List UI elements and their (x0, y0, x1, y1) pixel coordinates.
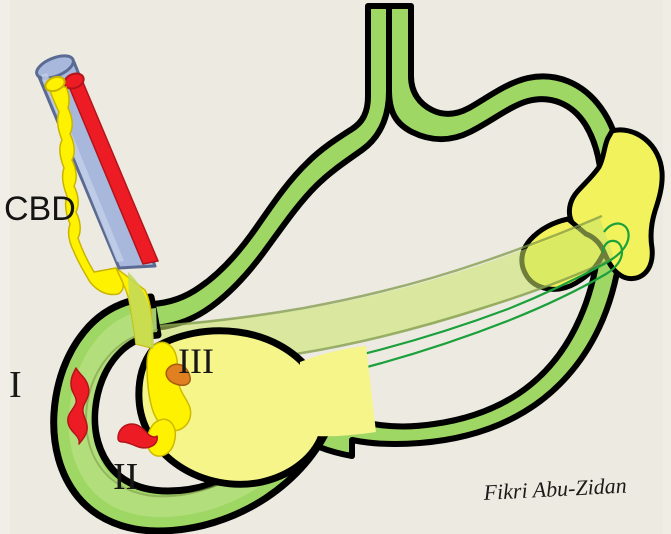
left-edge-strip (0, 0, 10, 534)
pancreas-body-upper-edge (157, 214, 603, 328)
lesion-part-one (67, 367, 90, 445)
pancreas-body-overlay (160, 218, 614, 369)
bile-duct-cross-section (44, 75, 66, 93)
label-part-one: I (9, 364, 22, 406)
pancreas-uncinate (300, 346, 376, 437)
lesion-part-three (165, 363, 191, 386)
cbd-tube-rim (35, 54, 75, 80)
cbd-tube-group (35, 54, 160, 296)
label-part-two: II (113, 456, 138, 498)
bile-duct-strand (46, 85, 124, 296)
right-edge-strip (663, 0, 671, 534)
duct-through-duodenal-wall (128, 272, 154, 348)
label-part-three: III (178, 341, 214, 381)
bile-duct-distal-segment (146, 418, 177, 457)
label-cbd: CBD (4, 190, 76, 228)
lesion-part-two (117, 423, 158, 449)
pancreas-tail (566, 127, 665, 282)
intrapancreatic-bile-duct (146, 341, 192, 432)
